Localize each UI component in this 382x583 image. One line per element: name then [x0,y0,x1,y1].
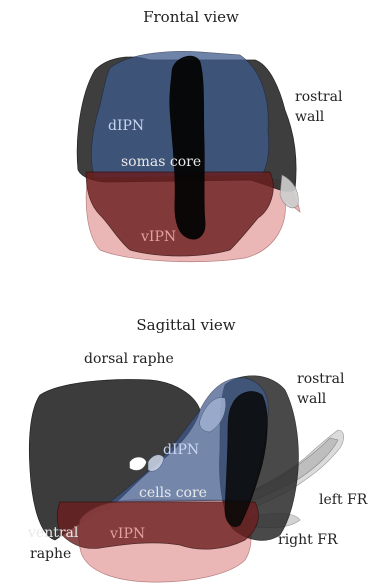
sagittal-label-rostral: rostral [297,371,345,387]
sagittal-label-left-fr: left FR [319,492,368,508]
sagittal-label-vipn: vIPN [109,526,145,542]
sagittal-label-dipn: dIPN [163,442,199,458]
frontal-label-somas-core: somas core [121,154,201,170]
sagittal-label-cells-core: cells core [139,485,207,501]
frontal-label-vipn: vIPN [140,229,176,245]
sagittal-label-right-fr: right FR [278,532,338,548]
frontal-label-rostral: rostral [295,89,343,105]
sagittal-label-dorsal-raphe: dorsal raphe [84,351,174,367]
frontal-label-dipn: dIPN [108,118,144,134]
frontal-view-title: Frontal view [143,8,239,26]
frontal-somas-core [170,56,205,239]
sagittal-label-ventral: ventral [27,525,79,541]
sagittal-label-wall: wall [297,391,327,407]
sagittal-view: Sagittal view dorsal raphe rostral wall … [27,316,368,582]
sagittal-label-raphe: raphe [30,546,71,562]
sagittal-view-title: Sagittal view [136,316,235,334]
frontal-view: Frontal view dIPN somas core vIPN rostra… [77,8,343,262]
frontal-label-wall: wall [295,109,325,125]
